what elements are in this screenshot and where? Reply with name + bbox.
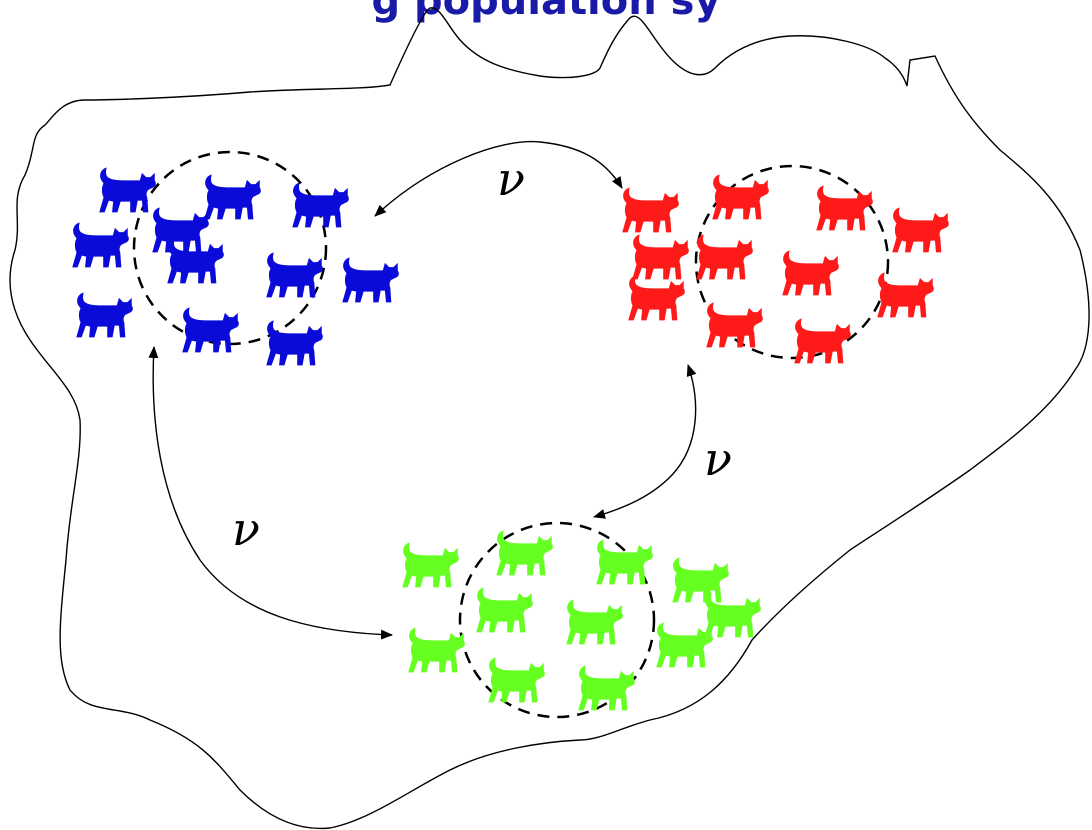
cat-icon [672,557,729,603]
cat-icon [706,302,763,348]
cat-icon [342,257,399,303]
cat-icon [622,187,679,233]
page-title: g population sy [371,0,721,24]
cat-icon [402,542,459,588]
cat-icon [292,182,349,228]
cat-icon [892,207,949,253]
cat-icon [877,272,934,318]
cat-icon [266,252,323,298]
cat-icon [696,234,753,280]
rate-label-blue-red: ν [497,152,525,206]
green-group [402,530,761,711]
cat-icon [628,275,685,321]
cat-icon [204,174,261,220]
red-neighborhood-circle [694,164,890,360]
rate-label-red-green: ν [704,432,732,486]
arrow-red-green [593,364,697,519]
green-neighborhood-circle [458,521,656,719]
cat-icon [816,185,873,231]
cat-icon [632,234,689,280]
cat-icon [99,167,156,213]
cat-icon [408,627,465,673]
cat-icon [76,292,133,338]
blue-group [72,167,399,366]
cat-icon [704,592,761,638]
cat-icon [656,622,713,668]
cat-icon [266,320,323,366]
blue-neighborhood-circle [132,150,328,346]
cat-icon [182,307,239,353]
rate-label-blue-green: ν [232,502,260,556]
cat-icon [488,657,545,703]
cat-icon [782,250,839,296]
red-group [622,174,949,364]
arrow-blue-green [148,346,393,640]
cat-icon [152,207,209,253]
cat-icon [794,318,851,364]
cat-icon [566,599,623,645]
cat-icon [476,587,533,633]
habitat-boundary [9,7,1090,830]
arrow-blue-red [374,140,623,217]
cat-icon [712,174,769,220]
cat-icon [72,222,129,268]
cat-icon [596,539,653,585]
